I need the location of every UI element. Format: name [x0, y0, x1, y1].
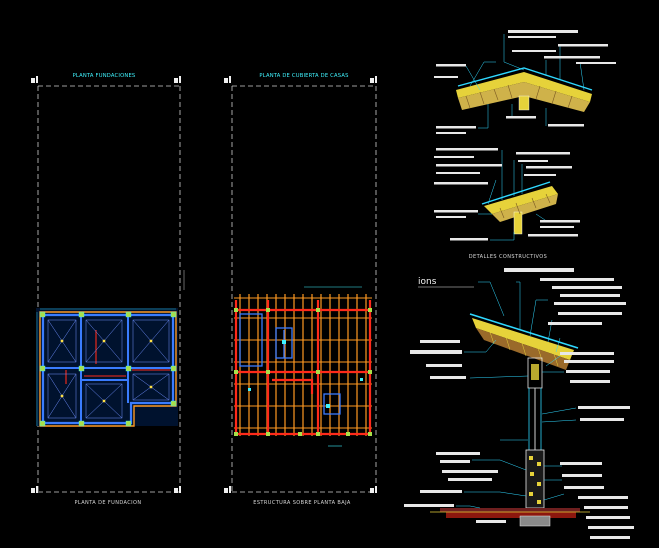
- details-title: DETALLES CONSTRUCTIVOS: [469, 254, 547, 260]
- frame-corner-marks-middle: [224, 76, 377, 493]
- foundations-sheet: PLANTA FUNDACIONES: [31, 73, 181, 506]
- ridge-detail: [434, 30, 616, 134]
- details-sheet: DETALLES CONSTRUCTIVOS ions: [404, 30, 634, 539]
- wall-section-detail: ions: [404, 268, 634, 539]
- section-title-fragment: ions: [418, 277, 437, 287]
- foundations-plan-caption: PLANTA DE FUNDACION: [75, 500, 142, 506]
- eave-detail: DETALLES CONSTRUCTIVOS: [434, 148, 580, 260]
- frame-corner-marks-left: [31, 76, 181, 493]
- foundations-plan-title: PLANTA FUNDACIONES: [73, 73, 136, 79]
- foundation-plan-drawing: [36, 308, 178, 427]
- roof-structure-drawing: [234, 286, 372, 447]
- sheet-frame-left: [37, 85, 181, 493]
- roof-plan-title: PLANTA DE CUBIERTA DE CASAS: [259, 73, 348, 79]
- structure-sheet: PLANTA DE CUBIERTA DE CASAS: [224, 73, 377, 506]
- sheet-frame-middle: [231, 85, 377, 493]
- structure-plan-caption: ESTRUCTURA SOBRE PLANTA BAJA: [253, 500, 351, 506]
